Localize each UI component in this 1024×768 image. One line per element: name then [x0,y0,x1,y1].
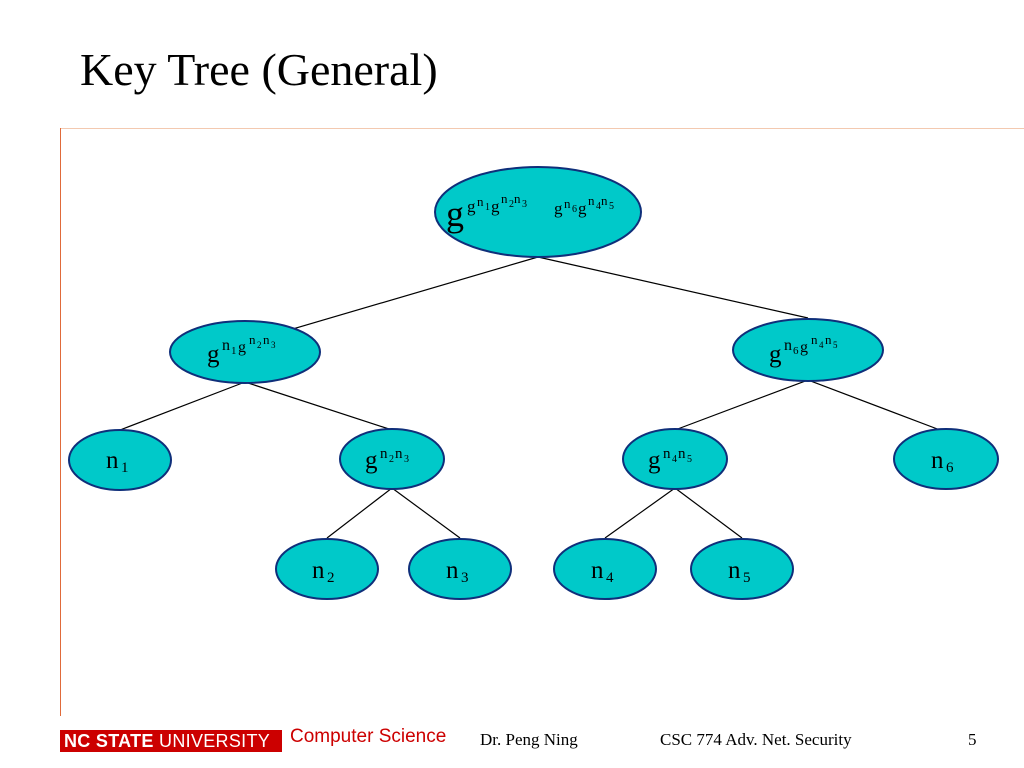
edge-right-g45 [674,379,809,431]
svg-text:6: 6 [793,345,799,357]
svg-text:n: n [446,557,459,584]
page-number: 5 [968,730,977,749]
svg-text:n: n [501,191,508,206]
svg-text:g: g [554,199,563,218]
svg-text:n: n [263,332,270,347]
svg-text:4: 4 [606,570,614,586]
svg-text:4: 4 [819,340,824,350]
svg-text:n: n [249,332,256,347]
tree-node-n5: n 5 [690,538,794,600]
top-divider [60,128,1024,129]
svg-text:4: 4 [672,454,677,465]
slide-footer: NC STATE UNIVERSITY Computer Science Dr.… [0,722,1024,762]
svg-text:2: 2 [389,454,394,465]
svg-text:g: g [769,341,782,368]
svg-text:1: 1 [485,202,490,213]
svg-text:g: g [467,197,476,216]
tree-node-n6: n 6 [893,428,999,490]
tree-node-n4: n 4 [553,538,657,600]
svg-text:3: 3 [404,454,409,465]
tree-node-n2: n 2 [275,538,379,600]
svg-text:5: 5 [833,340,838,350]
tree-node-n1: n 1 [68,429,172,491]
left-divider [60,128,61,716]
svg-text:n: n [728,557,741,584]
svg-text:g: g [578,199,587,218]
svg-text:3: 3 [461,570,469,586]
svg-text:g: g [238,339,246,356]
svg-text:4: 4 [596,201,601,212]
edge-g23-n3 [391,487,461,539]
edge-g45-n5 [674,487,743,539]
svg-text:3: 3 [522,199,527,210]
tree-node-right: g n 6 g n 4 n 5 [732,318,884,382]
svg-text:5: 5 [687,454,692,465]
svg-text:n: n [811,332,818,347]
svg-text:g: g [365,447,378,474]
slide-title: Key Tree (General) [80,44,438,95]
svg-text:g: g [446,194,464,234]
svg-text:5: 5 [609,201,614,212]
svg-text:g: g [648,447,661,474]
svg-text:1: 1 [231,345,237,357]
svg-text:3: 3 [271,340,276,350]
svg-text:n: n [106,447,119,474]
svg-text:n: n [601,193,608,208]
edge-root-right [537,256,809,319]
edge-left-g23 [244,381,393,431]
svg-text:2: 2 [257,340,262,350]
svg-text:n: n [825,332,832,347]
edge-right-n6 [807,379,941,431]
tree-node-g23: g n 2 n 3 [339,428,445,490]
svg-text:n: n [395,446,403,462]
svg-text:6: 6 [572,204,577,215]
tree-node-left: g n 1 g n 2 n 3 [169,320,321,384]
svg-text:6: 6 [946,460,954,476]
tree-node-g45: g n 4 n 5 [622,428,728,490]
tree-node-root: g g n 1 g n 2 n 3 g n 6 g n 4 n 5 [434,166,642,258]
edge-g23-n2 [326,487,393,539]
tree-node-n3: n 3 [408,538,512,600]
svg-text:n: n [678,446,686,462]
svg-text:n: n [514,191,521,206]
svg-text:g: g [800,339,808,356]
edge-left-n1 [119,381,246,431]
svg-text:n: n [931,447,944,474]
svg-text:n: n [784,337,792,354]
department-label: Computer Science [290,726,447,747]
edge-g45-n4 [604,487,676,539]
ncsu-logo: NC STATE UNIVERSITY [60,730,282,752]
svg-text:n: n [663,446,671,462]
svg-text:g: g [491,197,500,216]
tree-edges [119,256,941,539]
svg-text:1: 1 [121,460,129,476]
ncsu-logo-rest: UNIVERSITY [159,731,271,751]
svg-text:n: n [564,196,571,211]
svg-text:n: n [222,337,230,354]
ncsu-logo-bold: NC STATE [64,731,154,751]
course-label: CSC 774 Adv. Net. Security [660,730,852,749]
svg-text:2: 2 [509,199,514,210]
svg-text:n: n [591,557,604,584]
svg-text:g: g [207,341,220,368]
svg-text:n: n [588,193,595,208]
svg-text:5: 5 [743,570,751,586]
svg-text:n: n [380,446,388,462]
svg-text:n: n [477,194,484,209]
author-label: Dr. Peng Ning [480,730,578,749]
svg-text:n: n [312,557,325,584]
svg-text:2: 2 [327,570,335,586]
